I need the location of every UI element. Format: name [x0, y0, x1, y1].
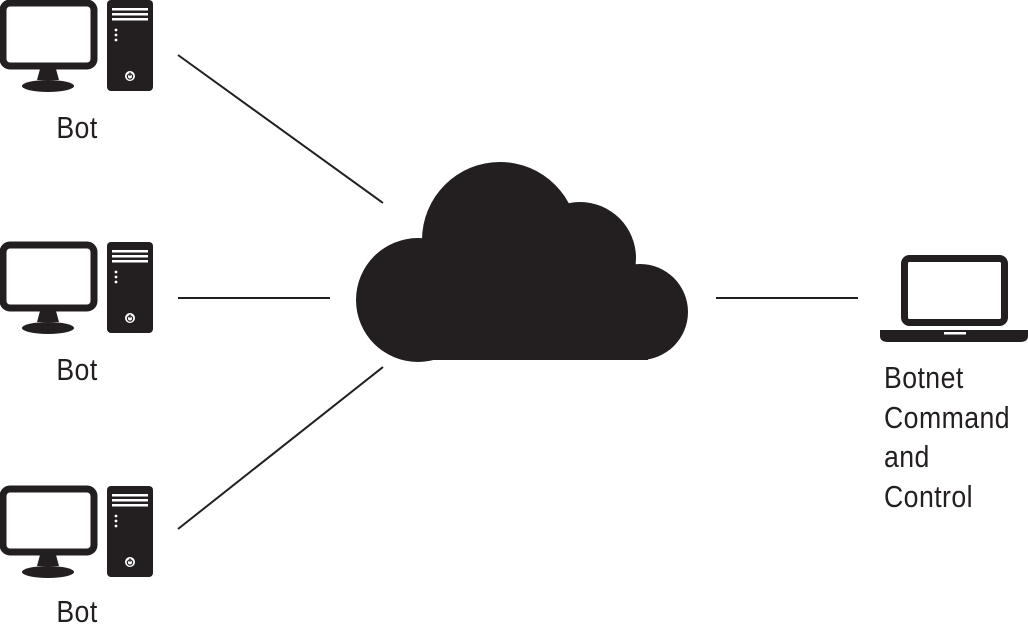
link-bot-3 — [177, 366, 384, 530]
cnc-label-line: Control — [884, 478, 973, 514]
desktop-computer-icon — [3, 0, 153, 92]
cnc-label-line: and — [884, 439, 930, 474]
desktop-computer-icon — [3, 486, 153, 578]
link-bot-1 — [177, 54, 384, 204]
cloud-icon — [356, 162, 688, 362]
desktop-computer-icon — [3, 242, 153, 334]
bot-label: Bot — [56, 110, 98, 145]
command-and-control-label: Botnet Command and Control — [884, 358, 1010, 516]
cnc-label-line: Command — [884, 399, 1010, 435]
cnc-label-line: Botnet — [884, 360, 964, 395]
laptop-icon — [880, 255, 1028, 342]
bot-label: Bot — [56, 594, 98, 629]
bot-label: Bot — [56, 352, 98, 387]
